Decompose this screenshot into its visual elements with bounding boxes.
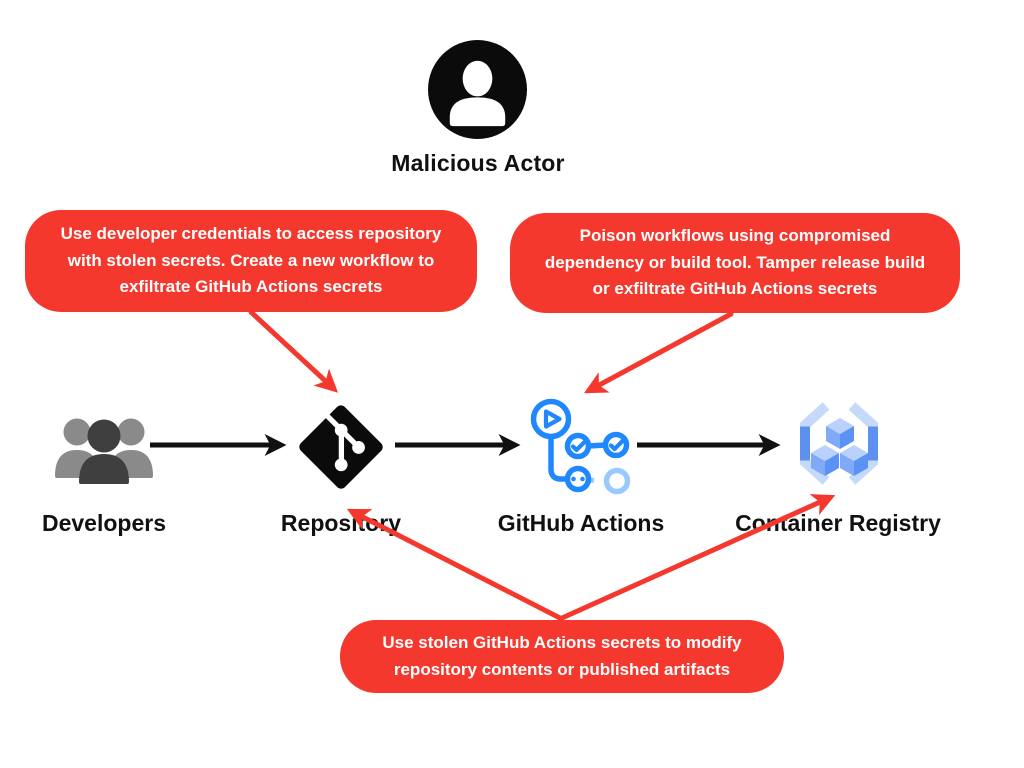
attack-arrow-left-callout-to-repository [248, 309, 339, 393]
callout-right-text: Poison workflows using compromised depen… [544, 226, 926, 299]
callout-credential-abuse: Use developer credentials to access repo… [25, 210, 477, 312]
github-actions-icon [530, 398, 631, 495]
attack-arrow-right-callout-to-actions [583, 311, 734, 394]
callout-bottom-text: Use stolen GitHub Actions secrets to mod… [382, 633, 742, 679]
node-label-github-actions: GitHub Actions [497, 510, 665, 536]
developers-group-icon [55, 418, 153, 484]
container-registry-icon [800, 402, 878, 485]
node-label-developers: Developers [41, 510, 166, 536]
person-icon [428, 40, 527, 139]
git-repository-icon [299, 405, 383, 489]
callout-workflow-poisoning: Poison workflows using compromised depen… [510, 213, 960, 313]
node-label-repository: Repository [280, 510, 402, 536]
callout-stolen-secrets: Use stolen GitHub Actions secrets to mod… [340, 620, 784, 693]
node-label-container-registry: Container Registry [735, 510, 941, 536]
callout-left-text: Use developer credentials to access repo… [60, 224, 442, 297]
actor-label: Malicious Actor [391, 150, 565, 176]
